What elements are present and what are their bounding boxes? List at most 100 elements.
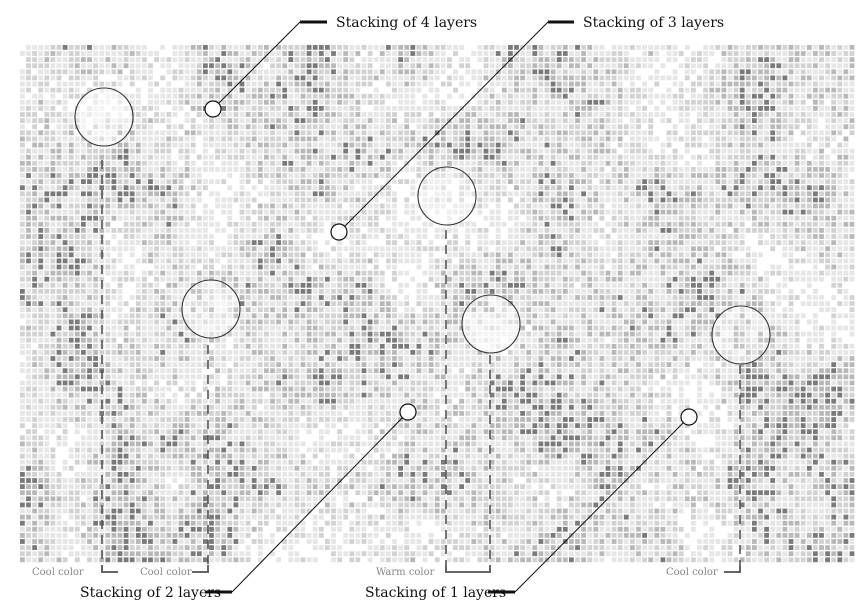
grid-cell (806, 185, 812, 191)
grid-cell (752, 179, 757, 184)
grid-cell (538, 148, 544, 154)
grid-cell (215, 118, 220, 123)
grid-cell (404, 124, 410, 130)
grid-cell (434, 154, 440, 160)
grid-cell (794, 45, 800, 50)
grid-cell (813, 51, 818, 56)
grid-cell (325, 160, 330, 166)
grid-cell (349, 69, 355, 75)
grid-cell (93, 185, 98, 191)
grid-cell (532, 197, 538, 203)
grid-cell (550, 228, 556, 233)
grid-cell (617, 282, 623, 288)
grid-cell (32, 209, 37, 215)
grid-cell (32, 270, 37, 276)
grid-cell (404, 240, 410, 245)
grid-cell (178, 45, 184, 50)
grid-cell (544, 167, 550, 172)
grid-cell (245, 203, 251, 209)
grid-cell (501, 148, 507, 154)
grid-cell (434, 45, 440, 50)
grid-cell (99, 215, 105, 221)
grid-cell (739, 215, 745, 221)
grid-cell (831, 51, 837, 56)
grid-cell (105, 240, 111, 245)
grid-cell (508, 99, 513, 105)
grid-cell (349, 63, 355, 69)
grid-cell (404, 69, 410, 75)
grid-cell (306, 93, 312, 99)
grid-cell (20, 240, 25, 245)
grid-cell (794, 124, 800, 130)
grid-cell (813, 228, 818, 233)
grid-cell (349, 45, 355, 50)
grid-cell (32, 142, 37, 148)
grid-cell (239, 209, 245, 215)
grid-cell (87, 228, 92, 233)
grid-cell (617, 142, 623, 148)
grid-cell (410, 215, 416, 221)
grid-cell (276, 99, 281, 105)
grid-cell (38, 179, 44, 184)
grid-cell (318, 270, 324, 276)
grid-cell (703, 93, 708, 99)
grid-cell (825, 179, 830, 184)
grid-cell (87, 270, 92, 276)
grid-cell (837, 240, 843, 245)
grid-cell (709, 197, 715, 203)
grid-cell (465, 81, 471, 87)
grid-cell (440, 179, 446, 184)
grid-cell (666, 215, 672, 221)
grid-cell (788, 112, 794, 117)
grid-cell (508, 136, 513, 142)
grid-cell (148, 270, 153, 276)
grid-cell (544, 148, 550, 154)
grid-cell (684, 148, 690, 154)
grid-cell (135, 221, 141, 227)
grid-cell (532, 228, 538, 233)
grid-cell (776, 221, 782, 227)
grid-cell (74, 197, 80, 203)
grid-cell (489, 118, 495, 123)
grid-cell (794, 51, 800, 56)
grid-cell (264, 57, 269, 62)
grid-cell (752, 63, 757, 69)
grid-cell (331, 99, 336, 105)
grid-cell (349, 276, 355, 282)
grid-cell (788, 45, 794, 50)
grid-cell (282, 209, 288, 215)
grid-cell (209, 51, 214, 56)
grid-cell (703, 209, 708, 215)
grid-cell (306, 264, 312, 270)
grid-cell (251, 99, 257, 105)
grid-cell (99, 51, 105, 56)
grid-cell (166, 179, 172, 184)
grid-cell (691, 63, 696, 69)
grid-cell (721, 75, 727, 81)
grid-cell (831, 69, 837, 75)
grid-cell (703, 167, 708, 172)
grid-cell (654, 215, 660, 221)
grid-cell (556, 130, 562, 136)
grid-cell (233, 197, 239, 203)
grid-cell (20, 209, 25, 215)
grid-cell (666, 203, 672, 209)
grid-cell (483, 173, 489, 178)
grid-cell (343, 276, 349, 282)
grid-cell (776, 45, 782, 50)
grid-cell (20, 215, 25, 221)
grid-cell (386, 81, 391, 87)
grid-cell (782, 154, 788, 160)
grid-cell (538, 93, 544, 99)
grid-cell (672, 81, 678, 87)
grid-cell (843, 215, 849, 221)
grid-cell (556, 57, 562, 62)
grid-cell (471, 179, 477, 184)
grid-cell (483, 160, 489, 166)
grid-cell (459, 203, 464, 209)
grid-cell (325, 63, 330, 69)
grid-cell (123, 148, 129, 154)
grid-cell (190, 197, 196, 203)
grid-cell (654, 264, 660, 270)
grid-cell (776, 93, 782, 99)
